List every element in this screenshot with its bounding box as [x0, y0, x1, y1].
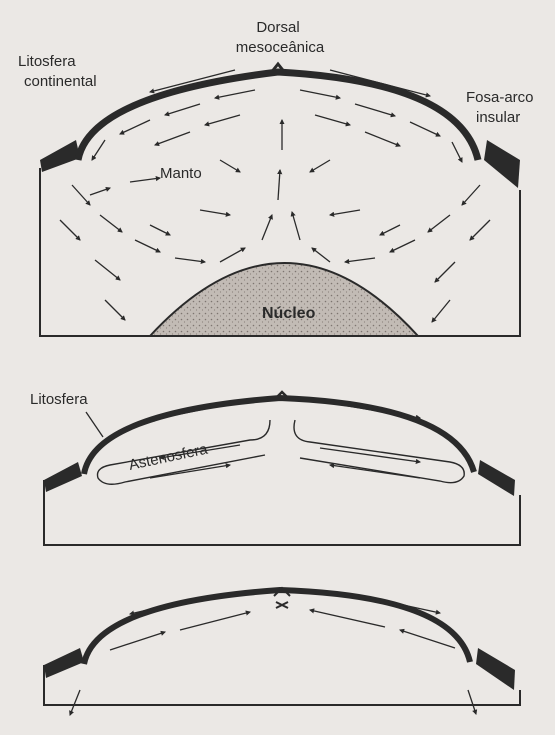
litosfera-leader [86, 412, 103, 437]
panel-3-slab-left [44, 648, 84, 678]
panel-3-slab-right [476, 648, 515, 690]
panel-3-frame [44, 665, 520, 705]
manto-label: Manto [160, 165, 202, 182]
fosa-arco-label-2: insular [476, 109, 520, 126]
panel-2-frame [44, 480, 520, 545]
panel-2: Litosfera Astenosfera [30, 391, 520, 545]
panel-1: Dorsal mesoceânica Litosfera continental… [18, 19, 534, 336]
mesoceanica-label: mesoceânica [236, 39, 325, 56]
panel-2-slab-right [478, 460, 515, 496]
surface-arrow [330, 70, 430, 96]
panel-3 [44, 588, 520, 715]
panel-2-slab-left [44, 462, 82, 492]
nucleo-core [150, 263, 418, 336]
litosfera-label: Litosfera [30, 391, 88, 408]
astenosfera-label: Astenosfera [127, 441, 209, 474]
fosa-arco-label-1: Fosa-arco [466, 89, 534, 106]
lithosphere-arch-1 [78, 72, 478, 160]
litosfera-continental-label-2: continental [24, 73, 97, 90]
panel-2-arrows [150, 403, 420, 478]
dorsal-label: Dorsal [256, 19, 299, 36]
litosfera-continental-label-1: Litosfera [18, 53, 76, 70]
continental-slab-left [40, 140, 80, 172]
nucleo-label: Núcleo [262, 305, 316, 322]
lithosphere-arch-3 [84, 590, 470, 664]
continental-slab-right [484, 140, 520, 188]
